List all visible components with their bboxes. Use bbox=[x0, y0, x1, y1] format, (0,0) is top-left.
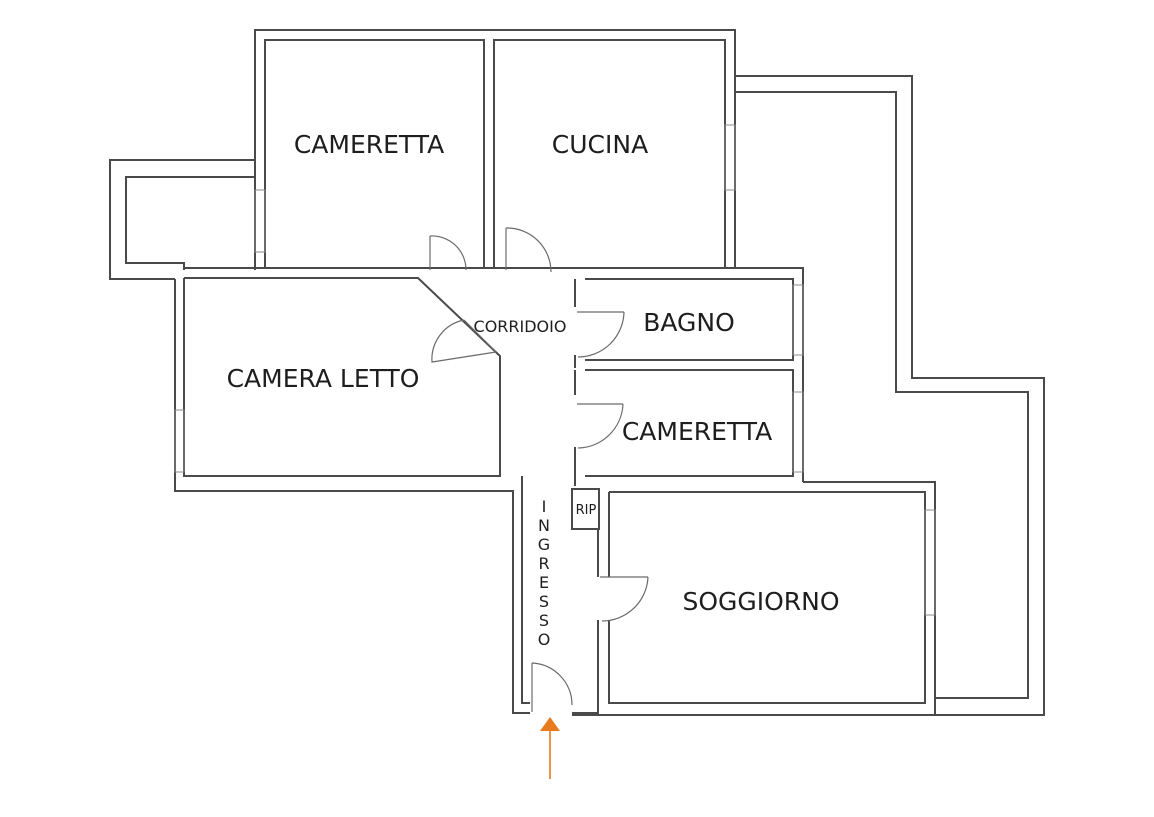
room-label-cameretta-mid: CAMERETTA bbox=[622, 417, 772, 446]
room-label-corridoio: CORRIDOIO bbox=[474, 317, 567, 336]
ingresso-letter: I bbox=[542, 497, 547, 516]
ingresso-letter: S bbox=[539, 611, 549, 630]
ingresso-letter: O bbox=[538, 630, 551, 649]
entrance-arrow-icon bbox=[540, 717, 560, 779]
ingresso-letter: R bbox=[538, 554, 549, 573]
room-label-rip: RIP bbox=[576, 503, 597, 518]
ingresso-letter: E bbox=[539, 573, 549, 592]
room-label-ingresso: I N G R E S S O bbox=[538, 497, 551, 649]
ingresso-letter: G bbox=[538, 535, 550, 554]
room-label-cameretta-top: CAMERETTA bbox=[294, 130, 444, 159]
room-label-soggiorno: SOGGIORNO bbox=[682, 587, 839, 616]
room-label-cucina: CUCINA bbox=[552, 130, 648, 159]
ingresso-letter: N bbox=[538, 516, 550, 535]
ingresso-letter: S bbox=[539, 592, 549, 611]
room-label-bagno: BAGNO bbox=[643, 308, 735, 337]
room-label-camera-letto: CAMERA LETTO bbox=[227, 364, 420, 393]
doors bbox=[429, 227, 649, 712]
windows bbox=[174, 124, 936, 616]
